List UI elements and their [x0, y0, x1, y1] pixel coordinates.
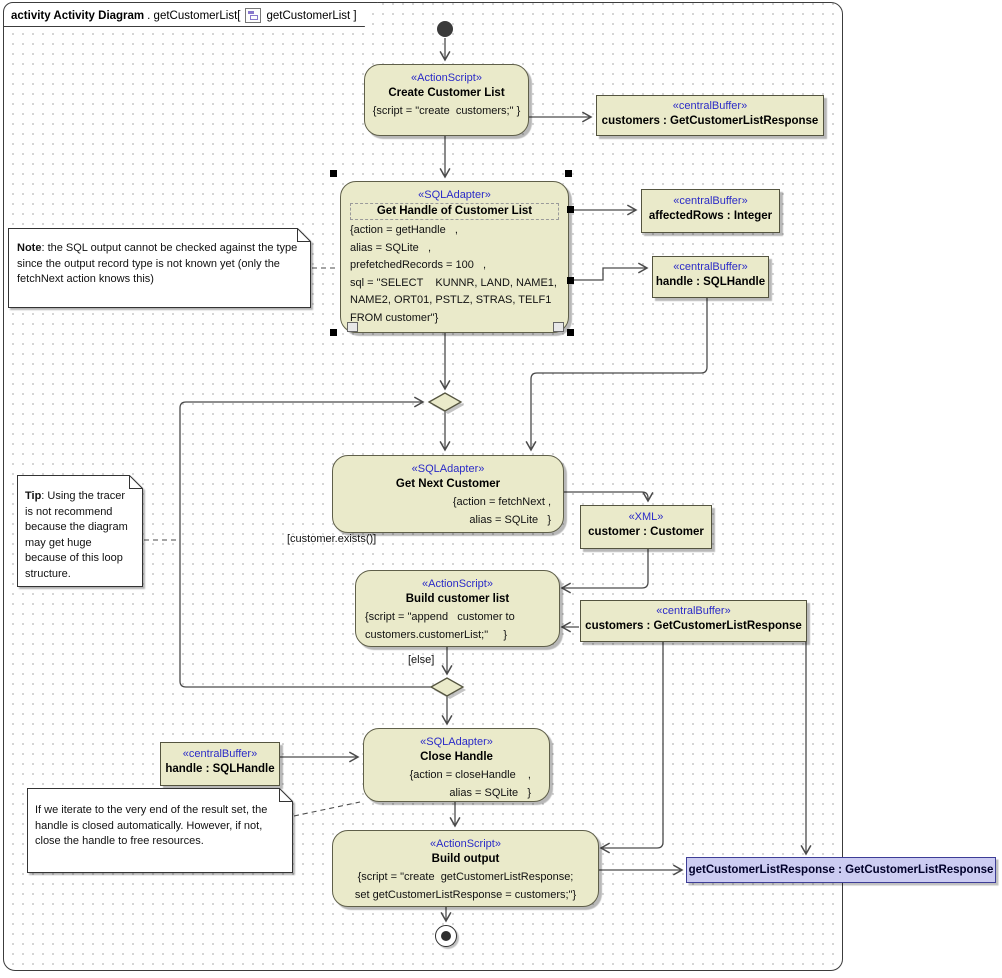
- stereotype-label: «ActionScript»: [422, 578, 493, 590]
- buffer-customers-top[interactable]: «centralBuffer» customers : GetCustomerL…: [596, 95, 824, 136]
- buffer-handle-right[interactable]: «centralBuffer» handle : SQLHandle: [652, 256, 769, 298]
- stereotype-label: «centralBuffer»: [673, 261, 748, 273]
- selection-handle-top-left[interactable]: [330, 170, 337, 177]
- note-shape: [17, 475, 143, 587]
- stereotype-label: «centralBuffer»: [673, 195, 748, 207]
- selection-handle-bottom-right[interactable]: [567, 329, 574, 336]
- action-close-handle[interactable]: «SQLAdapter» Close Handle {action = clos…: [363, 728, 550, 802]
- note-close-handle[interactable]: If we iterate to the very end of the res…: [27, 788, 293, 873]
- selection-handle-right-upper[interactable]: [567, 206, 574, 213]
- stereotype-label: «ActionScript»: [430, 838, 501, 850]
- guard-customer-exists[interactable]: [customer.exists()]: [287, 533, 377, 545]
- object-customer-xml[interactable]: «XML» customer : Customer: [580, 505, 712, 549]
- stereotype-label: «centralBuffer»: [672, 100, 748, 112]
- stereotype-label: «centralBuffer»: [656, 605, 731, 617]
- selection-handle-bottom-left[interactable]: [330, 329, 337, 336]
- action-name[interactable]: Get Handle of Customer List: [350, 203, 559, 220]
- note-tip-tracer[interactable]: Tip: Using the tracer is not recommend b…: [17, 475, 143, 587]
- action-get-next-customer[interactable]: «SQLAdapter» Get Next Customer {action =…: [332, 455, 564, 533]
- stereotype-label: «SQLAdapter»: [418, 189, 491, 201]
- note-bold-prefix: Tip: [25, 490, 42, 502]
- stereotype-label: «SQLAdapter»: [420, 736, 493, 748]
- note-text: If we iterate to the very end of the res…: [35, 804, 268, 847]
- action-name: Build output: [431, 853, 500, 865]
- action-name: Create Customer List: [388, 87, 505, 99]
- action-create-customer-list[interactable]: «ActionScript» Create Customer List {scr…: [364, 64, 529, 136]
- buffer-handle-left[interactable]: «centralBuffer» handle : SQLHandle: [160, 742, 280, 786]
- activity-parameter-output[interactable]: getCustomerListResponse : GetCustomerLis…: [686, 857, 996, 883]
- action-get-handle[interactable]: «SQLAdapter» Get Handle of Customer List…: [340, 181, 569, 333]
- action-script-text: {script = "create customers;" }: [372, 105, 521, 117]
- buffer-label: handle : SQLHandle: [165, 763, 275, 775]
- note-body: : Using the tracer is not recommend beca…: [25, 490, 128, 580]
- object-label: customer : Customer: [588, 526, 704, 538]
- action-build-output[interactable]: «ActionScript» Build output {script = "c…: [332, 830, 599, 907]
- parameter-label: getCustomerListResponse : GetCustomerLis…: [688, 864, 994, 876]
- note-bold-prefix: Note: [17, 242, 42, 254]
- final-node[interactable]: [435, 925, 457, 947]
- stereotype-label: «SQLAdapter»: [411, 463, 485, 475]
- note-shape: [27, 788, 293, 873]
- stereotype-label: «ActionScript»: [411, 72, 482, 84]
- action-name: Close Handle: [420, 751, 493, 763]
- action-name: Get Next Customer: [395, 478, 501, 490]
- action-build-customer-list[interactable]: «ActionScript» Build customer list {scri…: [355, 570, 560, 647]
- guard-else[interactable]: [else]: [408, 654, 435, 666]
- buffer-label: customers : GetCustomerListResponse: [601, 115, 819, 127]
- node-badge-icon: [347, 322, 358, 332]
- activity-diagram-icon: [245, 8, 261, 23]
- note-body: : the SQL output cannot be checked again…: [17, 242, 298, 285]
- initial-node[interactable]: [437, 21, 453, 37]
- diagram-header-tab[interactable]: activity Activity Diagram. getCustomerLi…: [3, 2, 378, 27]
- action-name: Build customer list: [405, 593, 510, 605]
- buffer-affected-rows[interactable]: «centralBuffer» affectedRows : Integer: [641, 189, 780, 233]
- buffer-customers-mid[interactable]: «centralBuffer» customers : GetCustomerL…: [580, 600, 807, 642]
- node-resize-icon: [553, 322, 564, 332]
- note-text: Tip: Using the tracer is not recommend b…: [17, 475, 143, 582]
- action-script-text: {script = "create getCustomerListRespons…: [354, 871, 577, 901]
- selection-handle-right-lower[interactable]: [567, 277, 574, 284]
- frame-name: . getCustomerList[: [147, 9, 241, 22]
- action-script-text: {script = "append customer to customers.…: [365, 611, 515, 641]
- stereotype-label: «XML»: [628, 511, 664, 523]
- frame-parameter: getCustomerList ]: [266, 9, 357, 22]
- note-shape: [8, 228, 311, 308]
- action-properties-text: {action = fetchNext , alias = SQLite }: [452, 496, 551, 526]
- note-text: Note: the SQL output cannot be checked a…: [8, 228, 311, 288]
- buffer-label: customers : GetCustomerListResponse: [585, 620, 802, 632]
- stereotype-label: «centralBuffer»: [182, 748, 258, 760]
- frame-keyword: activity Activity Diagram: [11, 9, 145, 22]
- note-sql-output[interactable]: Note: the SQL output cannot be checked a…: [8, 228, 311, 308]
- action-properties-text: {action = closeHandle , alias = SQLite }: [409, 769, 531, 799]
- selection-handle-top-right[interactable]: [565, 170, 572, 177]
- action-properties-text: {action = getHandle , alias = SQLite , p…: [350, 224, 557, 324]
- buffer-label: handle : SQLHandle: [655, 276, 766, 288]
- buffer-label: affectedRows : Integer: [648, 210, 773, 222]
